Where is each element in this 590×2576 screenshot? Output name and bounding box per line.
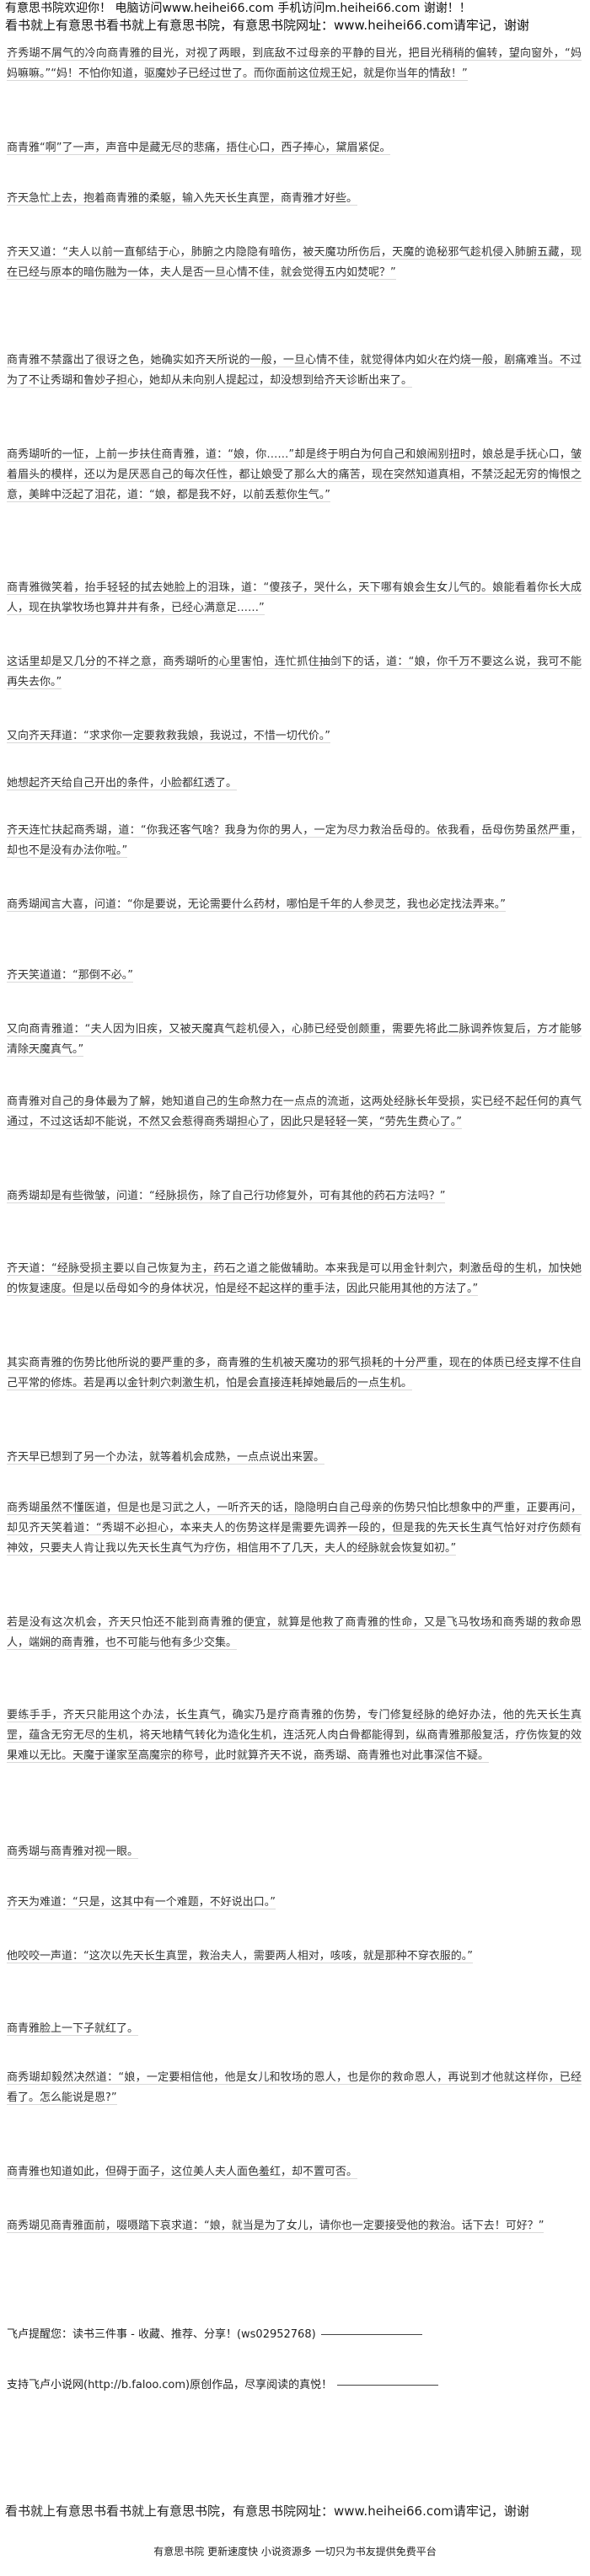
paragraph-15: 商青雅对自己的身体最为了解，她知道自己的生命熬力在一点点的流逝，这两处经脉长年受… [7,1095,582,1129]
paragraph-1: 齐秀瑚不屑气的冷向商青雅的目光，对视了两眼，到底敌不过母亲的平静的目光，把目光稍… [7,47,582,81]
paragraph-13: 齐天笑道道：“那倒不必。” [7,969,133,983]
paragraph-7: 商青雅微笑着，抬手轻轻的拭去她脸上的泪珠，道：“傻孩子，哭什么，天下哪有娘会生女… [7,581,582,615]
paragraph-27: 商秀瑚却毅然决然道：“娘，一定要相信他，他是女儿和牧场的恩人，也是你的救命恩人，… [7,2071,582,2105]
ad-underline [337,2385,439,2386]
paragraph-26: 商青雅脸上一下子就红了。 [7,2022,139,2036]
paragraph-24: 齐天为难道：“只是，这其中有一个难题，不好说出口。” [7,1896,276,1909]
paragraph-18: 其实商青雅的伤势比他所说的要严重的多，商青雅的生机被天魔功的邪气损耗的十分严重，… [7,1357,582,1390]
site-header-line1: 有意思书院欢迎你！ 电脑访问www.heihei66.com 手机访问m.hei… [5,2,471,15]
paragraph-2: 商青雅“啊”了一声，声音中是藏无尽的悲痛，捂住心口，西子捧心，黛眉紧促。 [7,142,391,155]
paragraph-3: 齐天急忙上去，抱着商青雅的柔躯，输入先天长生真罡，商青雅才好些。 [7,192,358,206]
paragraph-20: 商秀瑚虽然不懂医道，但是也是习武之人，一听齐天的话，隐隐明白自己母亲的伤势只怕比… [7,1502,582,1556]
paragraph-25: 他咬咬一声道：“这次以先天长生真罡，救治夫人，需要两人相对，咳咳，就是那种不穿衣… [7,1950,473,1963]
ad-reminder-text: 飞卢提醒您：读书三件事 - 收藏、推荐、分享！(ws02952768) [7,2328,316,2341]
paragraph-8: 这话里却是又几分的不祥之意，商秀瑚听的心里害怕，连忙抓住抽剑下的话，道：“娘，你… [7,656,582,689]
paragraph-10: 她想起齐天给自己开出的条件，小脸都红透了。 [7,777,238,790]
site-footer-tagline: 有意思书院 更新速度快 小说资源多 一切只为书友提供免费平台 [153,2546,437,2557]
paragraph-22: 要练手手，齐天只能用这个办法，长生真气，确实乃是疗商青雅的伤势，专门修复经脉的绝… [7,1709,582,1763]
paragraph-29: 商秀瑚见商青雅面前，啜嗫踏下哀求道：“娘，就当是为了女儿，请你也一定要接受他的救… [7,2220,544,2233]
paragraph-16: 商秀瑚却是有些微皱，问道：“经脉损伤，除了自己行功修复外，可有其他的药石方法吗？… [7,1190,446,1203]
paragraph-14: 又向商青雅道：“夫人因为旧疾，又被天魔真气趁机侵入，心肺已经受创颇重，需要先将此… [7,1023,582,1057]
ad-support[interactable]: 支持飞卢小说网(http://b.faloo.com)原创作品，尽享阅读的真悦！ [7,2378,582,2393]
paragraph-19: 齐天早已想到了另一个办法，就等着机会成熟，一点点说出来罢。 [7,1451,325,1465]
paragraph-11: 齐天连忙扶起商秀瑚，道：“你我还客气啥？我身为你的男人，一定为尽力救治岳母的。依… [7,824,582,858]
paragraph-17: 齐天道：“经脉受损主要以自己恢复为主，药石之道之能做辅助。本来我是可以用金针刺穴… [7,1262,582,1296]
paragraph-21: 若是没有这次机会，齐天只怕还不能到商青雅的便宜，就算是他救了商青雅的性命，又是飞… [7,1616,582,1650]
ad-support-link[interactable]: 支持飞卢小说网(http://b.faloo.com)原创作品，尽享阅读的真悦！ [7,2379,333,2391]
site-footer-line: 看书就上有意思书看书就上有意思书院，有意思书院网址：www.heihei66.c… [5,2504,529,2519]
paragraph-23: 商秀瑚与商青雅对视一眼。 [7,1845,139,1859]
ad-reminder: 飞卢提醒您：读书三件事 - 收藏、推荐、分享！(ws02952768) [7,2327,582,2343]
ad-underline [320,2334,422,2335]
paragraph-12: 商秀瑚闻言大喜，问道：“你是要说，无论需要什么药材，哪怕是千年的人参灵芝，我也必… [7,898,506,912]
paragraph-4: 齐天又道：“夫人以前一直郁结于心，肺腑之内隐隐有暗伤，被天魔功所伤后，天魔的诡秘… [7,246,582,280]
paragraph-5: 商青雅不禁露出了很讶之色，她确实如齐天所说的一般，一旦心情不佳，就觉得体内如火在… [7,354,582,388]
site-header-line2: 看书就上有意思书看书就上有意思书院，有意思书院网址：www.heihei66.c… [5,19,529,33]
paragraph-28: 商青雅也知道如此，但碍于面子，这位美人夫人面色羞红，却不置可否。 [7,2166,358,2179]
paragraph-6: 商秀瑚听的一怔，上前一步扶住商青雅，道：“娘，你……”却是终于明白为何自己和娘闹… [7,448,582,502]
paragraph-9: 又向齐天拜道：“求求你一定要救救我娘，我说过，不惜一切代价。” [7,730,330,743]
